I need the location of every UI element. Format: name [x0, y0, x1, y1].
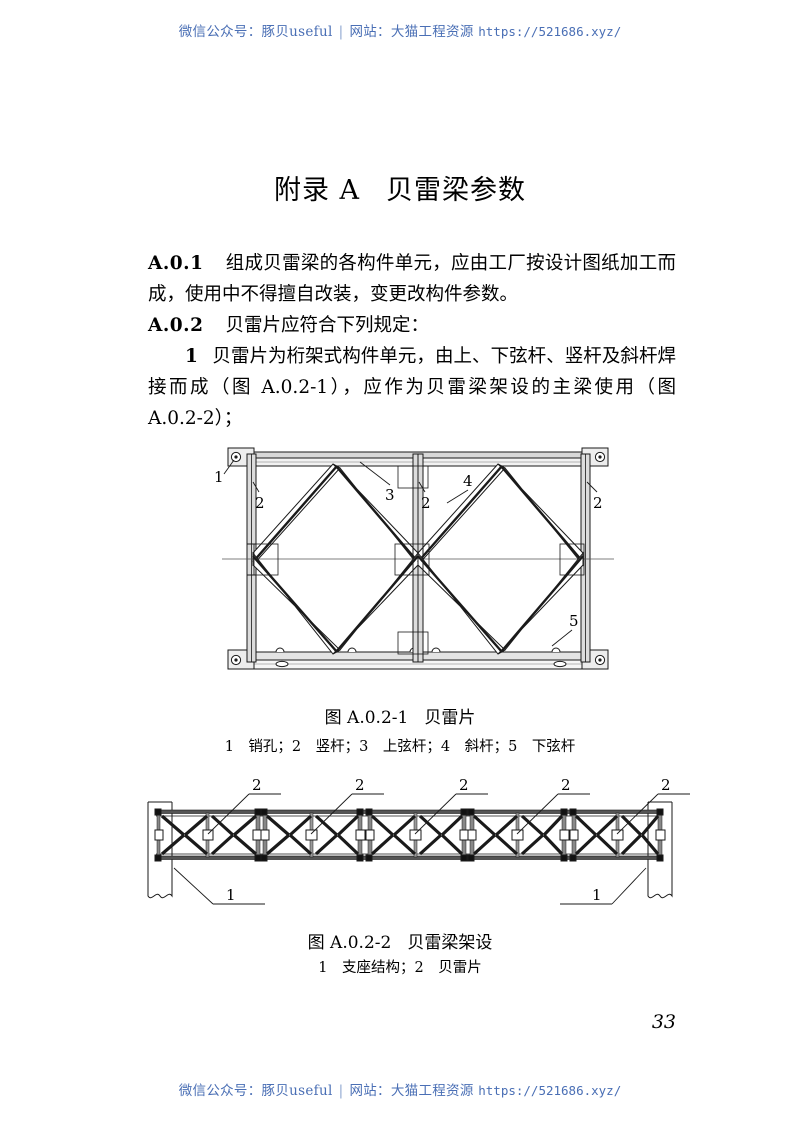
- figure-2-caption: 图 A.0.2-2 贝雷梁架设: [0, 928, 800, 953]
- wechat-account: 豚贝useful: [261, 24, 333, 40]
- page-number: 33: [651, 1011, 676, 1033]
- pin-hole-bottom-right: [594, 654, 606, 666]
- wechat-label: 微信公众号：: [178, 24, 262, 40]
- diagonal-member-right-diamond: [417, 463, 584, 655]
- bailey-panel: [154, 808, 263, 862]
- clause-a-0-2: A.0.2 贝雷片应符合下列规定：: [148, 310, 676, 341]
- panel-callout-leaders: [207, 793, 690, 835]
- page-title: 附录 A 贝雷梁参数: [0, 168, 800, 207]
- support-callout-leaders: [173, 867, 647, 905]
- figure-1-caption-number: 图 A.0.2-1: [324, 708, 409, 728]
- callout-2-panel-2: 2: [355, 778, 365, 794]
- watermark-separator: |: [338, 24, 344, 40]
- site-label: 网站：: [349, 1083, 391, 1099]
- figure-1-caption: 图 A.0.2-1 贝雷片: [0, 703, 800, 728]
- item-1-number: 1: [185, 346, 199, 367]
- site-name: 大猫工程资源: [390, 24, 474, 40]
- wechat-label: 微信公众号：: [178, 1083, 262, 1099]
- callout-2-vertical-middle: 2: [421, 494, 431, 512]
- bailey-panel: [569, 808, 666, 862]
- wechat-account: 豚贝useful: [261, 1083, 333, 1099]
- callout-2-panel-3: 2: [459, 778, 469, 794]
- pin-hole-top-left: [230, 451, 242, 463]
- gusset-plate: [253, 465, 585, 655]
- item-1-text: 贝雷片为桁架式构件单元，由上、下弦杆、竖杆及斜杆焊接而成（图 A.0.2-1），…: [148, 346, 676, 429]
- figure-a-0-2-2: 2 2 2 2 2 1 1: [0, 778, 800, 926]
- callout-2-panel-1: 2: [252, 778, 262, 794]
- clause-a-0-2-text: 贝雷片应符合下列规定：: [225, 315, 429, 336]
- callout-2-vertical-right: 2: [593, 494, 603, 512]
- callout-5-bottom-chord: 5: [569, 612, 579, 630]
- footer-watermark: 微信公众号：豚贝useful | 网站：大猫工程资源 https://521686.…: [0, 1079, 800, 1099]
- bailey-panel: [365, 808, 470, 862]
- callout-4-diagonal: 4: [463, 472, 473, 490]
- appendix-number: 附录 A: [273, 175, 361, 206]
- watermark-separator: |: [338, 1083, 344, 1099]
- callout-1-support-right: 1: [592, 886, 602, 904]
- callout-2-vertical-left: 2: [255, 494, 265, 512]
- bailey-panel-drawing: 1 2 3 2 4 2 5: [214, 447, 614, 670]
- site-label: 网站：: [349, 24, 391, 40]
- callout-1-pin-hole: 1: [214, 468, 224, 486]
- site-url: https://521686.xyz/: [478, 24, 622, 39]
- clause-a-0-1-text: 组成贝雷梁的各构件单元，应由工厂按设计图纸加工而成，使用中不得擅自改装，变更改构…: [148, 253, 676, 305]
- figure-1-legend: 1 销孔；2 竖杆；3 上弦杆；4 斜杆；5 下弦杆: [224, 739, 576, 755]
- callout-2-panel-5: 2: [661, 778, 671, 794]
- figure-a-0-2-1: 1 2 3 2 4 2 5: [0, 440, 800, 698]
- clause-a-0-1-number: A.0.1: [148, 253, 204, 274]
- vertical-post-overlay: [246, 453, 424, 663]
- figure-1-caption-name: 贝雷片: [424, 708, 476, 728]
- figure-2-legend: 1 支座结构；2 贝雷片: [318, 960, 482, 976]
- bailey-panel: [260, 808, 366, 862]
- clause-a-0-2-number: A.0.2: [148, 315, 204, 336]
- callout-leaders: [223, 459, 598, 647]
- span-bottom-chord: [155, 853, 663, 860]
- figure-2-caption-number: 图 A.0.2-2: [307, 933, 392, 953]
- bailey-panel-group: [154, 808, 666, 862]
- callout-2-panel-4: 2: [561, 778, 571, 794]
- site-url: https://521686.xyz/: [478, 1083, 622, 1098]
- appendix-name: 贝雷梁参数: [386, 175, 527, 206]
- figure-2-caption-name: 贝雷梁架设: [407, 933, 493, 953]
- pin-hole-top-right: [594, 451, 606, 463]
- diagonal-member-left-diamond: [252, 463, 419, 655]
- callout-3-top-chord: 3: [385, 486, 395, 504]
- site-name: 大猫工程资源: [390, 1083, 474, 1099]
- pin-hole-bottom-left: [230, 654, 242, 666]
- bailey-panel: [467, 808, 570, 862]
- header-watermark: 微信公众号：豚贝useful | 网站：大猫工程资源 https://521686.…: [0, 20, 800, 40]
- callout-1-support-left: 1: [226, 886, 236, 904]
- bailey-bridge-erection-drawing: 2 2 2 2 2 1 1: [147, 778, 690, 905]
